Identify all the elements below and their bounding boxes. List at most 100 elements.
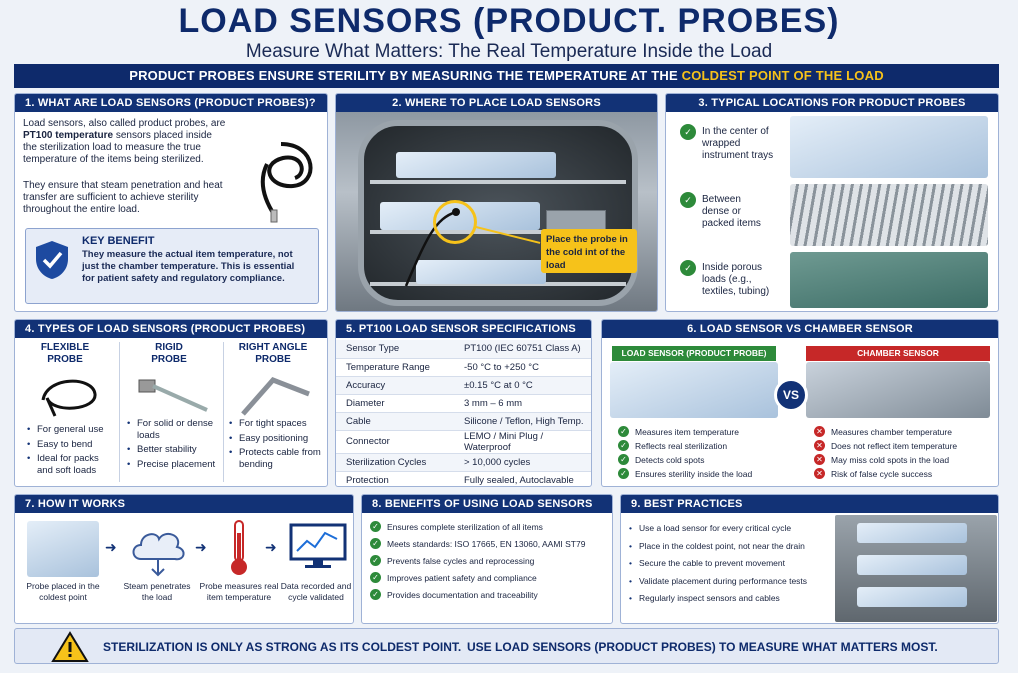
- section-title: 2. WHERE TO PLACE LOAD SENSORS: [336, 94, 657, 112]
- location-item: ✓: [680, 260, 696, 276]
- autoclave-image: Place the probe in the cold int of the l…: [336, 112, 657, 311]
- section-what-are: 1. WHAT ARE LOAD SENSORS (PRODUCT PROBES…: [14, 93, 328, 312]
- right-angle-probe-image: [241, 377, 310, 416]
- footer-banner: STERILIZATION IS ONLY AS STRONG AS ITS C…: [14, 628, 999, 664]
- chamber-sensor-label: CHAMBER SENSOR: [806, 346, 990, 361]
- key-benefit-title: KEY BENEFIT: [82, 235, 155, 247]
- check-icon: ✓: [680, 260, 696, 276]
- sterilizer-racks-image: [835, 515, 997, 622]
- chamber-sensor-image: [806, 362, 990, 418]
- section-typical-locations: 3. TYPICAL LOCATIONS FOR PRODUCT PROBES …: [665, 93, 999, 312]
- section-vs: 6. LOAD SENSOR VS CHAMBER SENSOR LOAD SE…: [601, 319, 999, 487]
- check-icon: ✓: [370, 572, 381, 583]
- footer-left-text: STERILIZATION IS ONLY AS STRONG AS ITS C…: [103, 640, 462, 654]
- section-how-it-works: 7. HOW IT WORKS ➜ ➜ ➜ Probe placed in th…: [14, 494, 354, 624]
- right-angle-probe-features: For tight spacesEasy positioningProtects…: [229, 418, 325, 473]
- x-icon: ✕: [814, 454, 825, 465]
- section-best-practices: 9. BEST PRACTICES Use a load sensor for …: [620, 494, 999, 624]
- table-row: Temperature Range-50 °C to +250 °C: [336, 358, 591, 377]
- section-title: 3. TYPICAL LOCATIONS FOR PRODUCT PROBES: [666, 94, 998, 112]
- section-title: 1. WHAT ARE LOAD SENSORS (PRODUCT PROBES…: [15, 94, 327, 112]
- section-title: 6. LOAD SENSOR VS CHAMBER SENSOR: [602, 320, 998, 338]
- arrow-right-icon: ➜: [195, 539, 207, 555]
- check-icon: ✓: [370, 521, 381, 532]
- check-icon: ✓: [680, 124, 696, 140]
- chamber-sensor-list: ✕Measures chamber temperature ✕Does not …: [814, 426, 994, 479]
- load-sensor-image: [610, 362, 778, 418]
- x-icon: ✕: [814, 468, 825, 479]
- section-title: 7. HOW IT WORKS: [15, 495, 353, 513]
- rigid-probe-features: For solid or dense loadsBetter stability…: [127, 418, 217, 473]
- step-label: Probe placed in the coldest point: [26, 581, 100, 602]
- location-text: In the center of wrapped instrument tray…: [702, 126, 774, 161]
- banner-highlight: COLDEST POINT OF THE LOAD: [681, 68, 884, 83]
- location-item: ✓: [680, 192, 696, 208]
- step-label: Steam penetrates the load: [123, 581, 191, 602]
- dense-instruments-image: [790, 184, 988, 246]
- vs-badge: VS: [774, 378, 808, 412]
- probe-type-name: RIGHT ANGLE PROBE: [238, 342, 308, 365]
- banner-text: PRODUCT PROBES ENSURE STERILITY BY MEASU…: [129, 68, 682, 83]
- page-subtitle: Measure What Matters: The Real Temperatu…: [245, 41, 773, 62]
- rigid-probe-image: [138, 379, 208, 412]
- x-icon: ✕: [814, 440, 825, 451]
- flexible-probe-features: For general useEasy to bendIdeal for pac…: [27, 424, 115, 479]
- warning-icon: [51, 631, 89, 662]
- step-label: Data recorded and cycle validated: [280, 581, 352, 602]
- section-title: 5. PT100 LOAD SENSOR SPECIFICATIONS: [336, 320, 591, 338]
- benefits-list: ✓Ensures complete sterilization of all i…: [370, 521, 610, 600]
- table-row: Sterilization Cycles> 10,000 cycles: [336, 453, 591, 472]
- section-types: 4. TYPES OF LOAD SENSORS (PRODUCT PROBES…: [14, 319, 328, 487]
- check-icon: ✓: [618, 426, 629, 437]
- check-icon: ✓: [618, 468, 629, 479]
- section-benefits: 8. BENEFITS OF USING LOAD SENSORS ✓Ensur…: [361, 494, 613, 624]
- monitor-chart-icon: [289, 523, 347, 568]
- placement-callout: Place the probe in the cold int of the l…: [541, 229, 637, 273]
- load-sensor-list: ✓Measures item temperature ✓Reflects rea…: [618, 426, 788, 479]
- section-where-place: 2. WHERE TO PLACE LOAD SENSORS Place the…: [335, 93, 658, 312]
- section-title: 9. BEST PRACTICES: [621, 495, 998, 513]
- location-text: Between dense or packed items: [702, 194, 761, 229]
- location-text: Inside porous loads (e.g., textiles, tub…: [702, 262, 770, 297]
- check-icon: ✓: [680, 192, 696, 208]
- definition-text: Load sensors, also called product probes…: [23, 118, 226, 165]
- textiles-image: [790, 252, 988, 308]
- check-icon: ✓: [370, 555, 381, 566]
- check-icon: ✓: [618, 440, 629, 451]
- arrow-right-icon: ➜: [265, 539, 277, 555]
- probe-type-name: RIGID PROBE: [151, 342, 187, 365]
- x-icon: ✕: [814, 426, 825, 437]
- check-icon: ✓: [370, 589, 381, 600]
- flexible-probe-image: [260, 142, 313, 223]
- check-icon: ✓: [370, 538, 381, 549]
- thermometer-icon: [231, 520, 247, 575]
- wrapped-tray-image: [790, 116, 988, 178]
- location-item: ✓: [680, 124, 696, 140]
- top-banner: PRODUCT PROBES ENSURE STERILITY BY MEASU…: [14, 64, 999, 88]
- key-benefit-text: They measure the actual item temperature…: [82, 249, 295, 284]
- section-title: 8. BENEFITS OF USING LOAD SENSORS: [362, 495, 612, 513]
- section-title: 4. TYPES OF LOAD SENSORS (PRODUCT PROBES…: [15, 320, 327, 338]
- page-title: LOAD SENSORS (PRODUCT. PROBES): [178, 2, 840, 40]
- load-sensor-label: LOAD SENSOR (PRODUCT PROBE): [612, 346, 776, 361]
- section-specifications: 5. PT100 LOAD SENSOR SPECIFICATIONS Sens…: [335, 319, 592, 487]
- shield-check-icon: [36, 241, 68, 279]
- probe-highlight-circle: [433, 200, 477, 244]
- probe-in-pack-image: [27, 521, 99, 577]
- flexible-probe-image: [41, 379, 97, 417]
- check-icon: ✓: [618, 454, 629, 465]
- step-label: Probe measures real item temperature: [199, 581, 279, 602]
- purpose-text: They ensure that steam penetration and h…: [23, 180, 223, 215]
- steam-cloud-icon: [132, 532, 185, 577]
- best-practices-list: Use a load sensor for every critical cyc…: [629, 523, 835, 608]
- key-benefit-box: KEY BENEFIT They measure the actual item…: [25, 228, 319, 304]
- footer-right-text: USE LOAD SENSORS (PRODUCT PROBES) TO MEA…: [467, 640, 938, 654]
- table-row: Accuracy±0.15 °C at 0 °C: [336, 376, 591, 395]
- arrow-right-icon: ➜: [105, 539, 117, 555]
